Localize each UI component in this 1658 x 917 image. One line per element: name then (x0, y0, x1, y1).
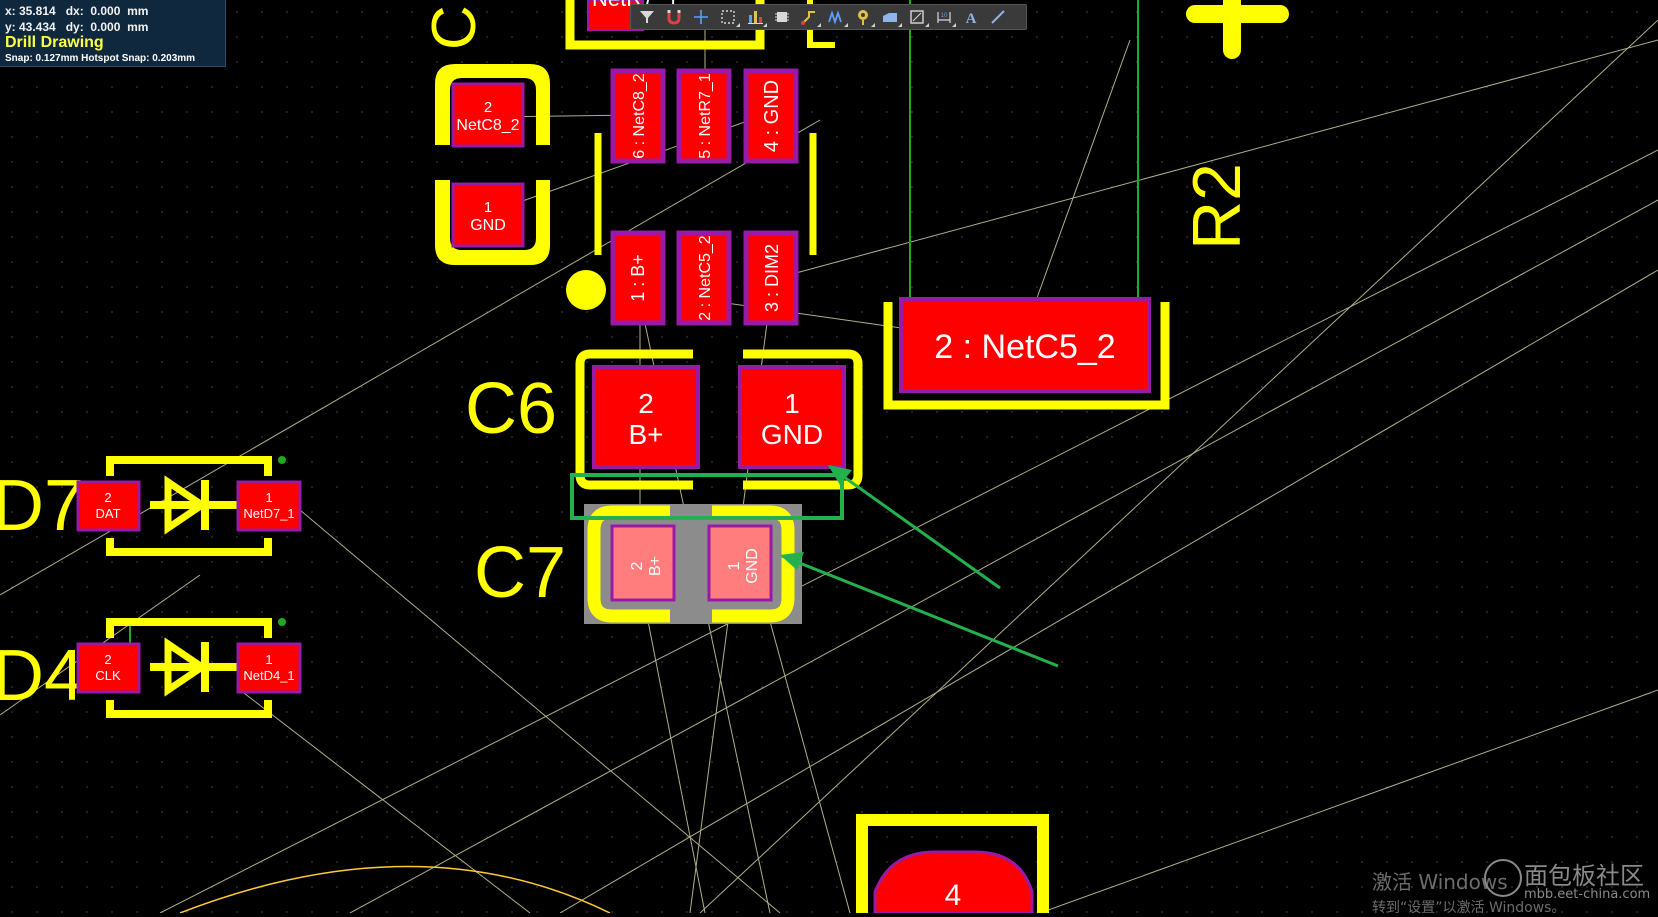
silkscreen-plus-marker (1186, 0, 1289, 59)
route-track-icon[interactable] (797, 6, 821, 28)
pad-c8-1[interactable] (451, 182, 525, 248)
pad-c6-2-number: 2 (638, 388, 654, 419)
pad-u-5-label: 5 : NetR7_1 (697, 73, 714, 158)
pad-c6-1-number: 1 (784, 388, 800, 419)
pad-d7-2[interactable] (76, 480, 141, 532)
component-c8[interactable]: 2 NetC8_2 1 GND (435, 64, 550, 265)
pad-u-5[interactable] (676, 68, 732, 164)
filter-icon[interactable] (635, 6, 659, 28)
component-c7[interactable]: C7 2 B+ 1 GND (474, 504, 802, 624)
component-d7[interactable]: D7 2 DAT 1 NetD7_1 (0, 456, 302, 556)
pad-d4-1[interactable] (236, 642, 302, 694)
pad-c8-1-net: GND (470, 217, 506, 234)
pad-u-1-label: 1 : B+ (628, 254, 648, 302)
hud-snap-info: Snap: 0.127mm Hotspot Snap: 0.203mm (5, 53, 196, 64)
dimension-icon[interactable]: 10 (932, 6, 956, 28)
pad-u-3[interactable] (743, 230, 799, 326)
pad-u-4[interactable] (743, 68, 799, 164)
pad-d4-2-net: CLK (95, 668, 121, 683)
pad-u-2[interactable] (676, 230, 732, 326)
active-bar-toolbar: 10 A (630, 4, 1027, 30)
designator-c7: C7 (474, 533, 566, 613)
pad-d4-1-net: NetD4_1 (243, 668, 294, 683)
pad-r2-2[interactable] (899, 297, 1151, 393)
arrow-head-c7 (780, 552, 804, 570)
text-string-icon[interactable]: A (959, 6, 983, 28)
component-c6[interactable]: C6 2 B+ 1 GND (465, 349, 863, 490)
pad-d7-1[interactable] (236, 480, 302, 532)
designator-r2: R2 (1179, 163, 1255, 250)
pad-c7-1[interactable] (707, 524, 773, 602)
crosshair-add-icon[interactable] (689, 6, 713, 28)
pad-c8-1-number: 1 (484, 199, 492, 216)
annotation-markup (570, 465, 1059, 668)
pad-r2-2-label: 2 : NetC5_2 (934, 328, 1115, 366)
pad-c6-1-net: GND (761, 419, 823, 450)
hud-mode-label: Drill Drawing (5, 34, 104, 51)
designator-d4: D4 (0, 636, 84, 716)
designator-d7: D7 (0, 466, 84, 546)
pad-c7-1-number: 1 (726, 561, 743, 570)
interactive-diff-pair-icon[interactable] (824, 6, 848, 28)
coordinate-hud: x: 35.814 dx: 0.000 mm y: 43.434 dy: 0.0… (0, 0, 226, 67)
pin1-marker (566, 270, 606, 310)
align-distribute-icon[interactable] (743, 6, 767, 28)
pad-d7-2-number: 2 (104, 490, 111, 505)
arrow-head-c6 (828, 465, 852, 485)
pad-c8-2-net: NetC8_2 (456, 117, 519, 134)
site-emblem-icon (1484, 859, 1522, 897)
pad-c6-2-net: B+ (628, 419, 663, 450)
component-r2[interactable]: R2 2 : NetC5_2 (883, 163, 1255, 410)
site-logo-watermark: 面包板社区 mbb.eet-china.com (1484, 856, 1650, 902)
pad-u-6-label: 6 : NetC8_2 (631, 73, 648, 158)
site-url: mbb.eet-china.com (1524, 887, 1651, 902)
pad-bottom-4-label: 4 (945, 879, 962, 912)
component-u-sot23-6[interactable]: 6 : NetC8_2 5 : NetR7_1 4 : GND 1 : B+ 2… (566, 68, 817, 326)
magnet-snap-icon[interactable] (662, 6, 686, 28)
component-place-icon[interactable] (770, 6, 794, 28)
pad-d7-2-net: DAT (95, 506, 120, 521)
line-draw-icon[interactable] (986, 6, 1010, 28)
pad-c7-2-net: B+ (647, 556, 664, 576)
pad-d4-2-number: 2 (104, 652, 111, 667)
pad-c8-2[interactable] (451, 82, 525, 148)
component-bottom-partial[interactable]: 4 (856, 814, 1049, 913)
pad-c7-2[interactable] (610, 524, 676, 602)
hud-y-readout: y: 43.434 dy: 0.000 mm (5, 20, 149, 34)
pad-u-2-label: 2 : NetC5_2 (697, 235, 714, 320)
pad-u-4-label: 4 : GND (761, 80, 783, 152)
board-outline-arc (179, 865, 611, 913)
designator-c6: C6 (465, 369, 557, 449)
component-d4[interactable]: D4 2 CLK 1 NetD4_1 (0, 618, 302, 718)
keepout-icon[interactable] (905, 6, 929, 28)
pad-c7-2-number: 2 (629, 561, 646, 570)
pad-d4-1-number: 1 (265, 652, 272, 667)
pad-c6-2[interactable] (592, 365, 700, 469)
hud-x-readout: x: 35.814 dx: 0.000 mm (5, 4, 149, 18)
polygon-pour-icon[interactable] (878, 6, 902, 28)
designator-c-partial: C (420, 5, 489, 50)
pad-u-6[interactable] (610, 68, 666, 164)
site-name: 面包板社区 (1524, 862, 1644, 890)
pad-d7-1-number: 1 (265, 490, 272, 505)
pad-d7-1-net: NetD7_1 (243, 506, 294, 521)
pad-c6-1[interactable] (738, 365, 846, 469)
pad-c8-2-number: 2 (484, 99, 492, 116)
svg-text:A: A (966, 11, 977, 26)
pad-c7-1-net: GND (744, 548, 761, 584)
pad-u-3-label: 3 : DIM2 (762, 244, 782, 312)
pad-d4-2[interactable] (76, 642, 141, 694)
pad-bottom-4[interactable] (873, 850, 1034, 913)
pad-u-1[interactable] (610, 230, 666, 326)
watermark-line2: 转到“设置”以激活 Windows。 (1372, 900, 1566, 916)
select-rectangle-icon[interactable] (716, 6, 740, 28)
via-place-icon[interactable] (851, 6, 875, 28)
svg-text:10: 10 (941, 13, 948, 19)
